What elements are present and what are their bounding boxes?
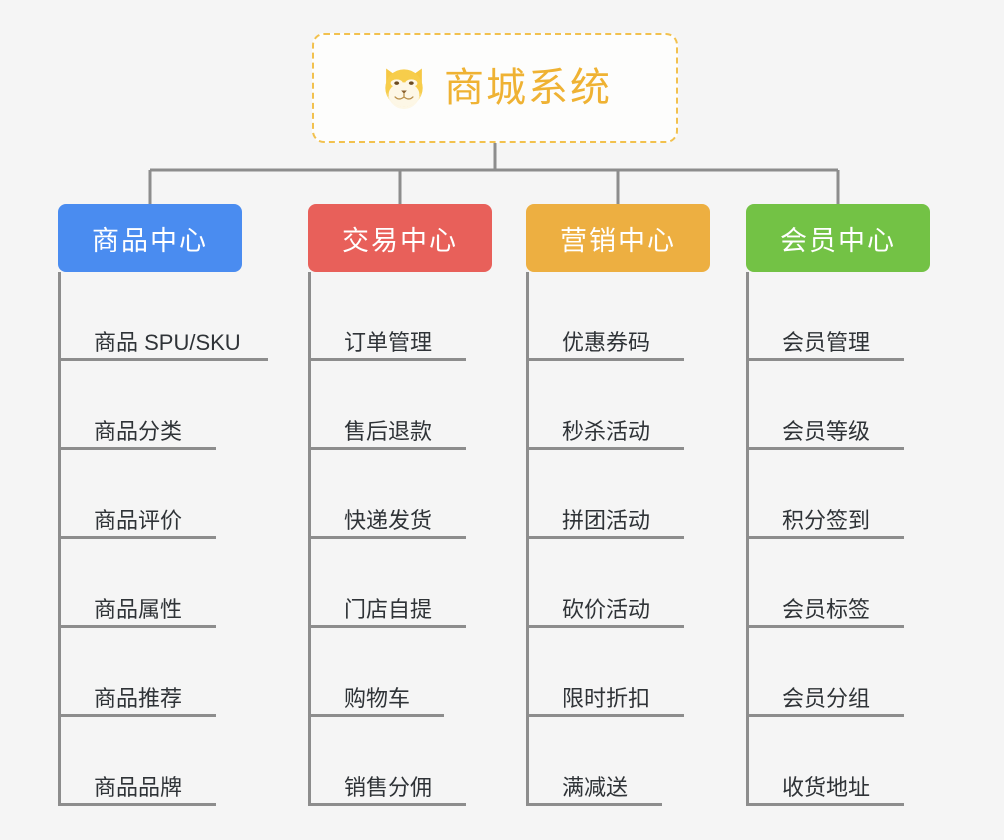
leaf-underline [526,536,684,539]
leaf-item-label: 秒杀活动 [562,418,651,444]
category-label: 交易中心 [342,225,458,256]
leaf-list-product-center: 商品 SPU/SKU 商品分类商品评价商品属性商品推荐商品品牌 [58,272,268,806]
leaf-item[interactable]: 售后退款 [308,361,492,450]
leaf-item-label: 会员管理 [782,329,871,355]
branch-trade-center: 交易中心订单管理售后退款快递发货门店自提购物车销售分佣 [308,204,492,806]
leaf-underline [746,625,904,628]
leaf-item-label: 拼团活动 [562,507,651,533]
leaf-item-label: 门店自提 [344,596,433,622]
leaf-item-label: 限时折扣 [562,685,651,711]
leaf-item[interactable]: 会员分组 [746,628,930,717]
leaf-item-label: 购物车 [344,685,411,711]
leaf-underline [526,714,684,717]
branch-trunk-line [308,272,311,806]
leaf-item[interactable]: 会员等级 [746,361,930,450]
leaf-underline [746,803,904,806]
branch-trunk-line [746,272,749,806]
leaf-item-label: 砍价活动 [562,596,651,622]
category-label: 会员中心 [780,225,896,256]
leaf-item-label: 商品分类 [94,418,183,444]
leaf-item[interactable]: 积分签到 [746,450,930,539]
category-label: 商品中心 [92,225,208,256]
leaf-item[interactable]: 优惠券码 [526,272,710,361]
leaf-item[interactable]: 商品 SPU/SKU [58,272,268,361]
leaf-item-label: 商品属性 [94,596,183,622]
branch-trunk-line [58,272,61,806]
leaf-underline [308,447,466,450]
leaf-underline [58,803,216,806]
branch-member-center: 会员中心会员管理会员等级积分签到会员标签会员分组收货地址 [746,204,930,806]
leaf-item[interactable]: 收货地址 [746,717,930,806]
root-title: 商城系统 [444,66,612,110]
leaf-item[interactable]: 限时折扣 [526,628,710,717]
leaf-item[interactable]: 会员标签 [746,539,930,628]
leaf-item-label: 商品推荐 [94,685,183,711]
category-box-member-center[interactable]: 会员中心 [746,204,930,272]
leaf-item[interactable]: 商品品牌 [58,717,242,806]
leaf-underline [308,714,444,717]
category-box-marketing-center[interactable]: 营销中心 [526,204,710,272]
leaf-item[interactable]: 商品属性 [58,539,242,628]
leaf-item[interactable]: 商品评价 [58,450,242,539]
leaf-item[interactable]: 商品推荐 [58,628,242,717]
leaf-underline [308,536,466,539]
leaf-list-marketing-center: 优惠券码秒杀活动拼团活动砍价活动限时折扣满减送 [526,272,710,806]
leaf-underline [58,447,216,450]
leaf-underline [526,625,684,628]
leaf-item[interactable]: 快递发货 [308,450,492,539]
leaf-item-label: 商品评价 [94,507,183,533]
leaf-underline [308,803,466,806]
leaf-underline [58,625,216,628]
leaf-item-label: 满减送 [562,774,629,800]
leaf-item[interactable]: 砍价活动 [526,539,710,628]
leaf-underline [746,536,904,539]
leaf-item-label: 会员分组 [782,685,871,711]
leaf-underline [308,625,466,628]
leaf-item-label: 订单管理 [344,329,433,355]
leaf-underline [526,358,684,361]
leaf-item[interactable]: 满减送 [526,717,710,806]
category-box-trade-center[interactable]: 交易中心 [308,204,492,272]
leaf-item-label: 售后退款 [344,418,433,444]
category-box-product-center[interactable]: 商品中心 [58,204,242,272]
leaf-underline [526,447,684,450]
leaf-item[interactable]: 会员管理 [746,272,930,361]
branch-product-center: 商品中心商品 SPU/SKU 商品分类商品评价商品属性商品推荐商品品牌 [58,204,268,806]
leaf-item[interactable]: 商品分类 [58,361,242,450]
leaf-item[interactable]: 秒杀活动 [526,361,710,450]
leaf-item-label: 商品品牌 [94,774,183,800]
leaf-underline [58,358,268,361]
leaf-underline [746,358,904,361]
branch-trunk-line [526,272,529,806]
leaf-item-label: 快递发货 [344,507,433,533]
leaf-underline [58,714,216,717]
root-node[interactable]: 商城系统 [312,33,678,143]
branch-marketing-center: 营销中心优惠券码秒杀活动拼团活动砍价活动限时折扣满减送 [526,204,710,806]
leaf-item[interactable]: 订单管理 [308,272,492,361]
leaf-item-label: 收货地址 [782,774,871,800]
leaf-item-label: 商品 SPU/SKU [94,329,241,355]
leaf-underline [746,447,904,450]
shiba-dog-face-icon [378,62,430,114]
leaf-list-member-center: 会员管理会员等级积分签到会员标签会员分组收货地址 [746,272,930,806]
leaf-list-trade-center: 订单管理售后退款快递发货门店自提购物车销售分佣 [308,272,492,806]
leaf-item[interactable]: 购物车 [308,628,492,717]
leaf-underline [58,536,216,539]
category-label: 营销中心 [560,225,676,256]
leaf-item-label: 销售分佣 [344,774,433,800]
leaf-underline [526,803,662,806]
leaf-item-label: 优惠券码 [562,329,651,355]
leaf-item-label: 会员标签 [782,596,871,622]
leaf-underline [746,714,904,717]
leaf-item[interactable]: 销售分佣 [308,717,492,806]
leaf-underline [308,358,466,361]
leaf-item[interactable]: 拼团活动 [526,450,710,539]
leaf-item[interactable]: 门店自提 [308,539,492,628]
leaf-item-label: 会员等级 [782,418,871,444]
leaf-item-label: 积分签到 [782,507,871,533]
